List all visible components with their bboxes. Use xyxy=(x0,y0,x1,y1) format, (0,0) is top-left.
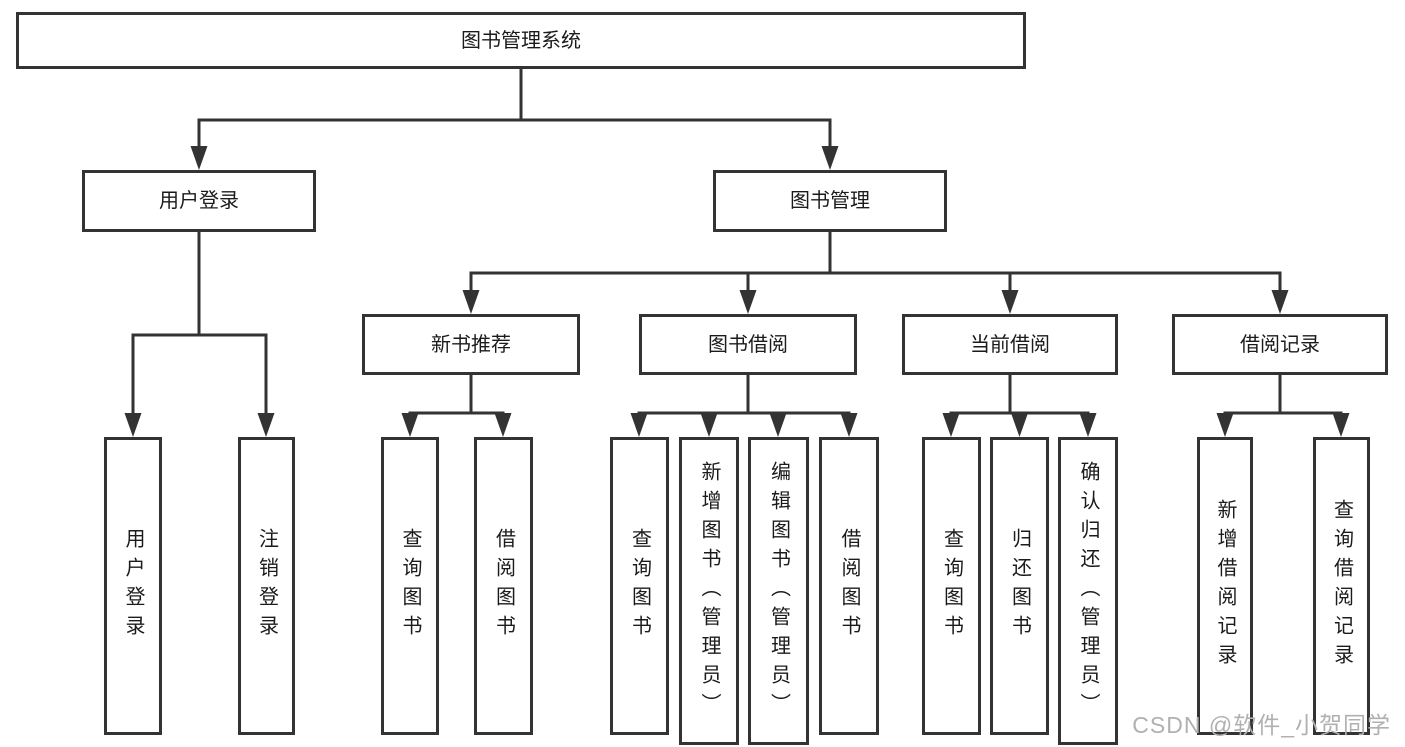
leaf-logout-label: 注销登录 xyxy=(255,528,278,644)
leaf-confirm-return-admin: 确认归还（管理员） xyxy=(1058,437,1118,745)
leaf-query-borrow-record-label: 查询借阅记录 xyxy=(1330,499,1353,673)
leaf-query-books-2: 查询图书 xyxy=(610,437,669,735)
leaf-logout: 注销登录 xyxy=(238,437,295,735)
node-book-borrow: 图书借阅 xyxy=(639,314,857,375)
watermark-text: CSDN @软件_小贺同学 xyxy=(1132,712,1391,738)
leaf-query-books-3-label: 查询图书 xyxy=(940,528,963,644)
leaf-add-book-admin-label: 新增图书（管理员） xyxy=(698,460,720,722)
leaf-query-books-3: 查询图书 xyxy=(922,437,981,735)
leaf-query-books-1: 查询图书 xyxy=(381,437,439,735)
leaf-user-login-label: 用户登录 xyxy=(122,528,144,644)
leaf-return-book: 归还图书 xyxy=(990,437,1049,735)
leaf-query-books-2-label: 查询图书 xyxy=(628,528,651,644)
node-book-management: 图书管理 xyxy=(713,170,947,232)
leaf-query-books-1-label: 查询图书 xyxy=(399,528,421,644)
leaf-edit-book-admin-label: 编辑图书（管理员） xyxy=(767,460,790,722)
leaf-edit-book-admin: 编辑图书（管理员） xyxy=(748,437,809,745)
node-borrow-records: 借阅记录 xyxy=(1172,314,1388,375)
leaf-query-borrow-record: 查询借阅记录 xyxy=(1313,437,1370,735)
leaf-return-book-label: 归还图书 xyxy=(1008,528,1031,644)
leaf-user-login: 用户登录 xyxy=(104,437,162,735)
leaf-borrow-books-2: 借阅图书 xyxy=(819,437,879,735)
node-current-borrow: 当前借阅 xyxy=(902,314,1118,375)
leaf-add-book-admin: 新增图书（管理员） xyxy=(679,437,739,745)
node-library-system: 图书管理系统 xyxy=(16,12,1026,69)
leaf-borrow-books-1: 借阅图书 xyxy=(474,437,533,735)
leaf-add-borrow-record-label: 新增借阅记录 xyxy=(1214,499,1236,673)
leaf-borrow-books-2-label: 借阅图书 xyxy=(838,528,860,644)
leaf-confirm-return-admin-label: 确认归还（管理员） xyxy=(1077,460,1099,722)
leaf-borrow-books-1-label: 借阅图书 xyxy=(492,528,515,644)
node-new-book-recommend: 新书推荐 xyxy=(362,314,580,375)
leaf-add-borrow-record: 新增借阅记录 xyxy=(1197,437,1253,735)
node-user-login: 用户登录 xyxy=(82,170,316,232)
